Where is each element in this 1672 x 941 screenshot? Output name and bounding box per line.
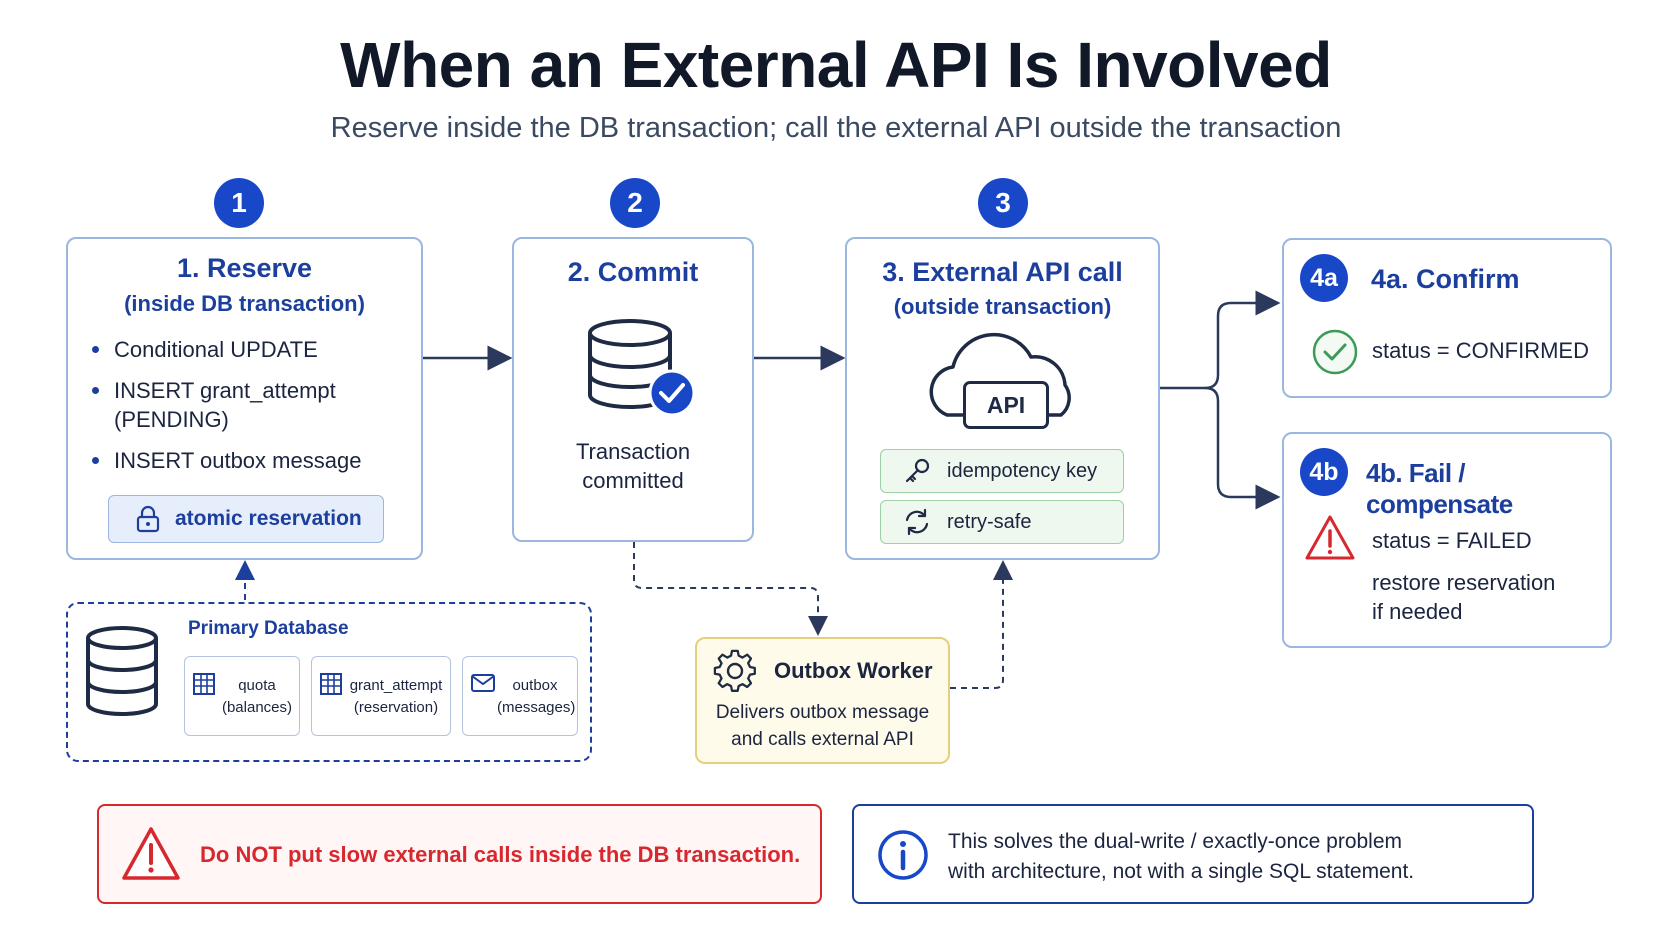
commit-caption-line2: committed xyxy=(582,468,684,493)
idempotency-key-tag: idempotency key xyxy=(880,449,1124,493)
list-item: INSERT grant_attempt (PENDING) xyxy=(90,376,364,434)
outbox-desc: (messages) xyxy=(497,699,576,716)
fail-title: 4b. Fail / compensate xyxy=(1366,458,1513,519)
warning-text: Do NOT put slow external calls inside th… xyxy=(200,842,801,867)
idempotency-key-label: idempotency key xyxy=(947,459,1098,482)
commit-title: 2. Commit xyxy=(567,257,699,287)
outbox-name: outbox xyxy=(512,677,558,694)
reserve-bullet-list: Conditional UPDATE INSERT grant_attempt … xyxy=(90,335,364,487)
worker-desc-line1: Delivers outbox message xyxy=(715,702,930,723)
reserve-subtitle: (inside DB transaction) xyxy=(124,291,365,316)
atomic-reservation-label: atomic reservation xyxy=(175,507,362,530)
fail-badge: 4b xyxy=(1300,448,1348,496)
fail-status: status = FAILED xyxy=(1372,528,1532,553)
quota-name: quota xyxy=(238,677,276,694)
info-icon xyxy=(878,830,928,880)
check-circle-icon xyxy=(1312,329,1358,375)
page-title: When an External API Is Involved xyxy=(340,29,1332,101)
gear-icon xyxy=(713,649,756,692)
fail-card: 4b 4b. Fail / compensate status = FAILED… xyxy=(1282,432,1612,648)
quota-table: quota (balances) xyxy=(184,656,300,736)
warning-icon xyxy=(122,827,180,880)
database-check-icon xyxy=(588,319,696,417)
external-api-title: 3. External API call xyxy=(882,257,1123,287)
page-subtitle: Reserve inside the DB transaction; call … xyxy=(330,112,1342,144)
worker-desc-line2: and calls external API xyxy=(731,729,914,750)
reserve-card: 1. Reserve (inside DB transaction) Condi… xyxy=(66,237,423,560)
outbox-table: outbox (messages) xyxy=(462,656,578,736)
confirm-status: status = CONFIRMED xyxy=(1372,338,1589,363)
database-icon xyxy=(86,626,158,716)
confirm-badge: 4a xyxy=(1300,254,1348,302)
arrow-commit-to-worker xyxy=(633,542,828,636)
table-icon xyxy=(193,673,215,695)
step-2-badge: 2 xyxy=(610,178,660,228)
external-api-card: 3. External API call (outside transactio… xyxy=(845,237,1160,560)
grant-attempt-desc: (reservation) xyxy=(353,699,439,716)
warning-icon xyxy=(1305,515,1355,560)
fail-note-line1: restore reservation xyxy=(1372,570,1556,595)
lock-icon xyxy=(136,505,160,533)
grant-attempt-name: grant_attempt xyxy=(349,677,443,694)
atomic-reservation-pill: atomic reservation xyxy=(108,495,384,543)
table-icon xyxy=(320,673,342,695)
step-3-badge: 3 xyxy=(978,178,1028,228)
reserve-title: 1. Reserve xyxy=(176,253,313,283)
confirm-card: 4a 4a. Confirm status = CONFIRMED xyxy=(1282,238,1612,398)
info-banner: This solves the dual-write / exactly-onc… xyxy=(852,804,1534,904)
info-text-line2: with architecture, not with a single SQL… xyxy=(948,860,1415,883)
info-text-line1: This solves the dual-write / exactly-onc… xyxy=(948,830,1403,853)
warning-banner: Do NOT put slow external calls inside th… xyxy=(97,804,822,904)
arrow-api-to-confirm xyxy=(1160,290,1281,390)
envelope-icon xyxy=(471,674,495,692)
database-title: Primary Database xyxy=(188,618,349,639)
primary-database-panel: Primary Database quota (balances) grant_a… xyxy=(66,602,592,762)
list-item: Conditional UPDATE xyxy=(90,335,364,364)
retry-safe-tag: retry-safe xyxy=(880,500,1124,544)
arrow-api-to-fail xyxy=(1204,386,1281,510)
arrow-worker-to-api xyxy=(950,560,1013,689)
key-icon xyxy=(905,458,930,483)
fail-note-line2: if needed xyxy=(1372,599,1463,624)
step-1-badge: 1 xyxy=(214,178,264,228)
quota-desc: (balances) xyxy=(221,699,293,716)
retry-safe-label: retry-safe xyxy=(947,510,1032,533)
refresh-icon xyxy=(905,508,929,536)
worker-title: Outbox Worker xyxy=(774,658,933,683)
list-item: INSERT outbox message xyxy=(90,446,364,475)
outbox-worker-card: Outbox Worker Delivers outbox message an… xyxy=(695,637,950,764)
commit-caption-line1: Transaction xyxy=(575,439,691,464)
commit-card: 2. Commit Transaction committed xyxy=(512,237,754,542)
external-api-subtitle: (outside transaction) xyxy=(893,294,1112,319)
api-label: API xyxy=(963,381,1049,429)
grant-attempt-table: grant_attempt (reservation) xyxy=(311,656,451,736)
confirm-title: 4a. Confirm xyxy=(1371,264,1520,294)
